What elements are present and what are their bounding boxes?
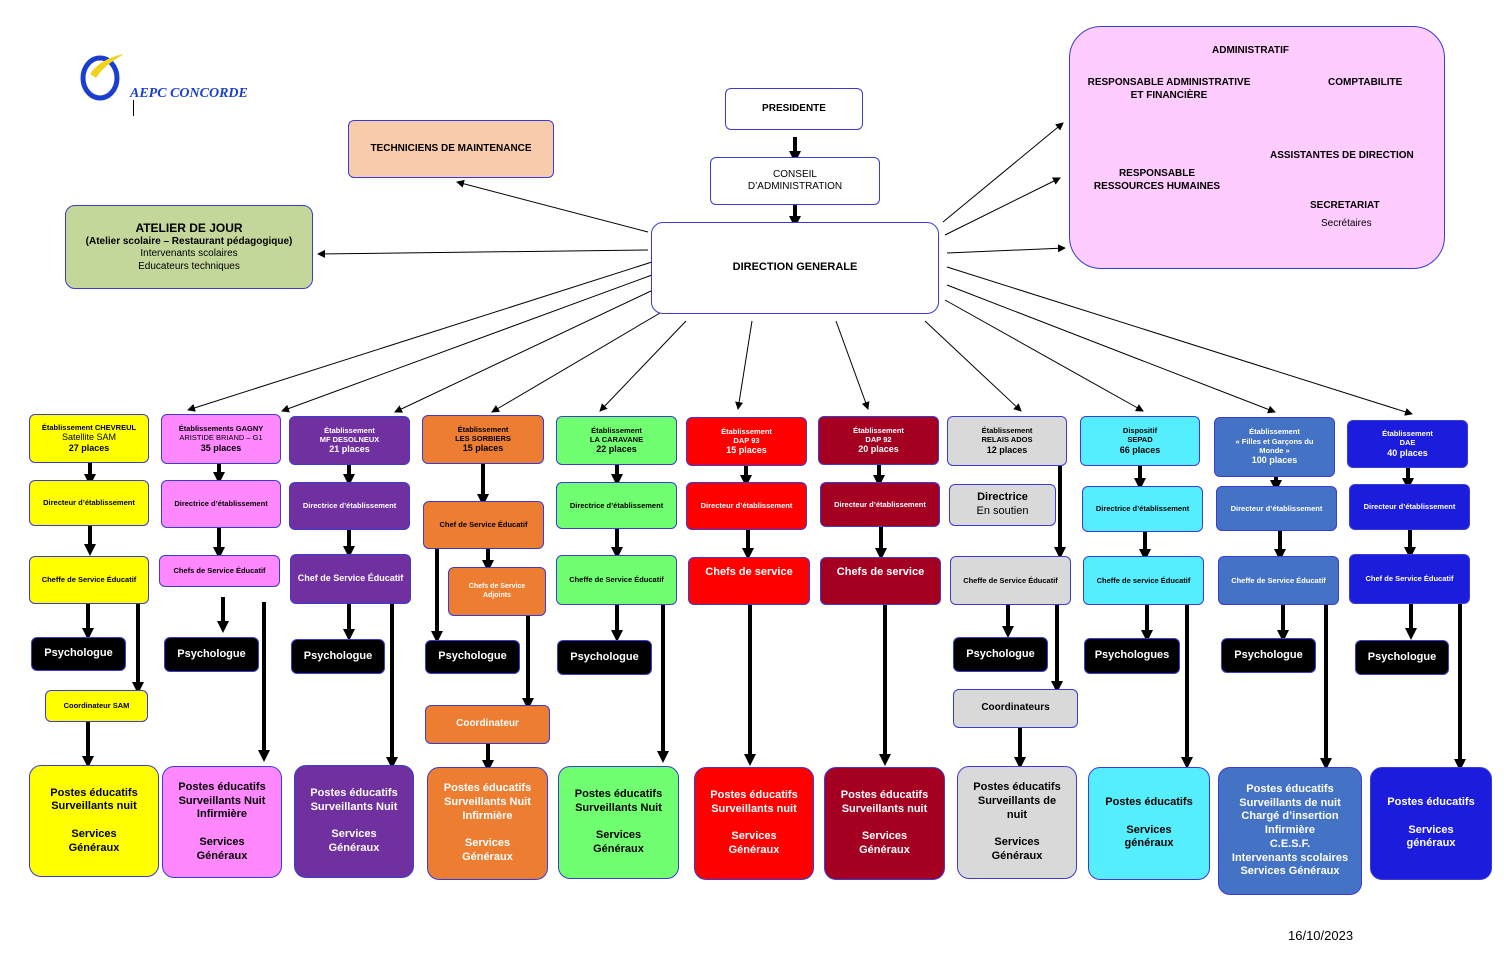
arrow-to-col-10 [946,284,1276,414]
col1-psychologue: Psychologue [31,637,126,671]
techniciens-box: TECHNICIENS DE MAINTENANCE [348,120,554,178]
col5-chef: Cheffe de Service Éducatif [556,555,677,605]
col11-chef: Chef de Service Éducatif [1349,554,1470,604]
arrow-to-col-5 [599,320,687,412]
col5-director: Directrice d’établissement [556,482,677,529]
atelier-box: ATELIER DE JOUR (Atelier scolaire – Rest… [65,205,313,289]
admin-title: ADMINISTRATIF [1212,45,1290,56]
col2-director: Directrice d’établissement [161,480,281,528]
col4-psychologue: Psychologue [425,640,520,674]
col9-psychologues: Psychologues [1084,638,1180,674]
col3-chef: Chef de Service Éducatif [290,554,411,604]
date-label: 16/10/2023 [1288,928,1354,943]
arrow-to-col-6 [735,320,753,410]
admin-secretariat: SECRETARIAT [1310,200,1380,211]
admin-secretaires: Secrétaires [1321,218,1372,229]
col2-psychologue: Psychologue [164,637,259,672]
col11-psychologue: Psychologue [1355,640,1449,675]
col10-psychologue: Psychologue [1221,638,1316,673]
col1-director: Directeur d’établissement [29,480,149,526]
arrow-to-atelier [317,249,649,258]
col11-director: Directeur d’établissement [1349,484,1470,530]
col8-chef: Cheffe de Service Éducatif [950,556,1071,605]
col4-coordinateur: Coordinateur [425,705,550,744]
administratif-box: ADMINISTRATIF RESPONSABLE ADMINISTRATIVE… [1069,26,1445,269]
admin-comptabilite: COMPTABILITE [1328,77,1403,88]
col3-director: Directrice d’établissement [289,482,410,530]
col10-chef: Cheffe de Service Éducatif [1218,556,1339,605]
col6-director: Directeur d’établissement [686,482,807,530]
arrow-to-col-9 [944,299,1144,412]
col10-director: Directeur d’établissement [1216,486,1337,531]
col9-chef: Cheffe de service Éducatif [1083,556,1204,605]
aepc-concorde-logo-icon [80,54,124,101]
president-box: PRESIDENTE [725,88,863,130]
col4-chef: Chef de Service Éducatif [423,501,544,549]
arrow-to-col-8 [924,320,1022,412]
arrow-to-admin-2 [944,177,1061,236]
logo-text: AEPC CONCORDE [130,86,248,101]
col1-chef: Cheffe de Service Éducatif [29,556,149,604]
arrow-to-col-4 [491,312,661,413]
arrow-to-col-3 [394,289,654,413]
col8-coordinateurs: Coordinateurs [953,689,1078,728]
admin-assistantes: ASSISTANTES DE DIRECTION [1270,150,1414,161]
col6-chef: Chefs de service [688,557,810,605]
col9-director: Directrice d’établissement [1082,486,1203,532]
arrow-to-col-11 [946,266,1413,416]
col3-psychologue: Psychologue [291,639,385,674]
direction-generale-box: DIRECTION GENERALE [651,222,939,314]
arrow-to-techniciens [456,179,649,233]
col2-chef: Chefs de Service Éducatif [159,555,280,587]
arrow-to-admin-1 [942,122,1064,223]
col5-psychologue: Psychologue [557,640,652,675]
col7-chef: Chefs de service [820,557,941,605]
col7-director: Directeur d’établissement [820,482,940,527]
col1-coordinateur: Coordinateur SAM [45,690,148,722]
logo-divider [133,100,134,116]
arrow-to-col-2 [281,274,653,413]
col8-psychologue: Psychologue [953,637,1048,672]
arrow-to-admin-3 [946,244,1066,254]
arrow-to-col-7 [835,320,870,410]
